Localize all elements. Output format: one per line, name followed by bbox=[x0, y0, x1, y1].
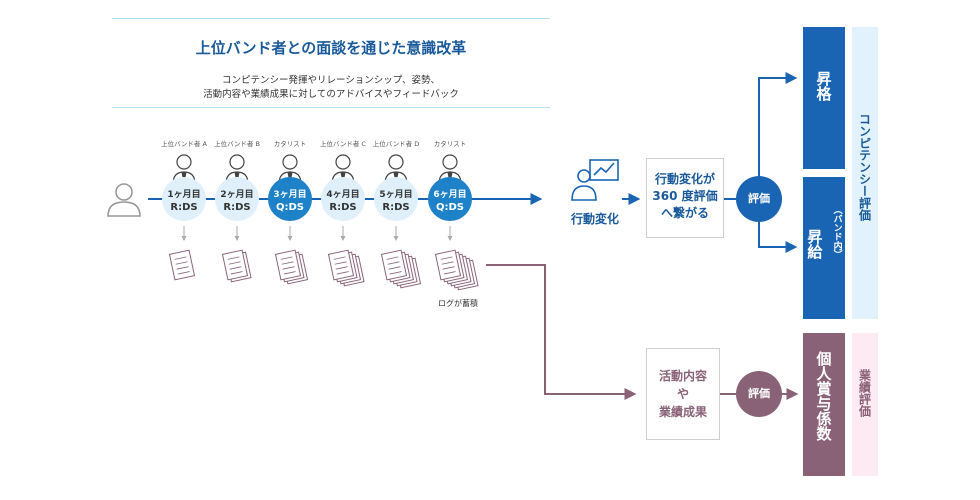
upper-box-line-1: 行動変化が bbox=[654, 172, 715, 186]
timeline-circle: 2ヶ月目 R:DS bbox=[215, 177, 259, 221]
mentor-label: 上位バンド者 C bbox=[320, 140, 366, 148]
evaluation-circle-upper: 評価 bbox=[736, 176, 782, 222]
lower-box-line-1: 活動内容 bbox=[658, 369, 707, 383]
performance-eval-panel: 業績評価 bbox=[852, 333, 878, 476]
timeline-circle: 4ヶ月目 R:DS bbox=[321, 177, 365, 221]
behavior-to-360-box: 行動変化が 360 度評価 へ繋がる bbox=[646, 158, 724, 238]
document-stack-icon bbox=[434, 249, 479, 291]
document-stack-icon bbox=[327, 249, 365, 287]
raise-label: 昇給 bbox=[805, 229, 824, 259]
session-type-label: R:DS bbox=[223, 202, 251, 213]
mentor-label: 上位バンド者 D bbox=[372, 140, 420, 148]
competency-eval-label: コンピテンシー評価 bbox=[857, 113, 872, 221]
session-type-label: Q:DS bbox=[275, 202, 304, 213]
bonus-label: 個人賞与係数 bbox=[814, 351, 833, 441]
behavior-change-label: 行動変化 bbox=[570, 212, 619, 226]
bonus-bar: 個人賞与係数 bbox=[803, 333, 845, 476]
month-label: 5ヶ月目 bbox=[379, 190, 413, 200]
month-label: 2ヶ月目 bbox=[220, 190, 254, 200]
header-top-rule bbox=[112, 18, 550, 19]
session-type-label: R:DS bbox=[382, 202, 410, 213]
lower-box-line-3: 業績成果 bbox=[658, 405, 707, 419]
employee-icon bbox=[107, 183, 141, 217]
timeline-circle: 5ヶ月目 R:DS bbox=[374, 177, 418, 221]
subtitle-line-2: 活動内容や業績成果に対してのアドバイスやフィードバック bbox=[203, 89, 459, 100]
month-label: 4ヶ月目 bbox=[326, 190, 360, 200]
upper-box-line-3: へ繋がる bbox=[660, 206, 709, 220]
timeline-circle: 6ヶ月目 Q:DS bbox=[428, 177, 472, 221]
log-accumulation-label: ログが蓄積 bbox=[438, 299, 478, 308]
mentor-label: カタリスト bbox=[433, 140, 467, 148]
header-bottom-rule bbox=[112, 107, 550, 108]
timeline-circle: 3ヶ月目 Q:DS bbox=[268, 177, 312, 221]
mentor-label: 上位バンド者 B bbox=[214, 140, 260, 148]
activity-results-box: 活動内容 や 業績成果 bbox=[646, 348, 720, 440]
competency-eval-panel: コンピテンシー評価 bbox=[852, 27, 878, 319]
performance-eval-label: 業績評価 bbox=[857, 369, 872, 417]
subtitle-line-1: コンピテンシー発揮やリレーションシップ、姿勢、 bbox=[221, 75, 441, 86]
session-type-label: R:DS bbox=[329, 202, 357, 213]
logs-to-activity-arrow bbox=[486, 264, 637, 400]
month-label: 1ヶ月目 bbox=[167, 190, 201, 200]
presentation-chart-icon bbox=[571, 159, 619, 201]
document-stack-icon bbox=[221, 249, 252, 283]
diagram-title: 上位バンド者との面談を通じた意識改革 bbox=[195, 39, 467, 57]
eval-to-raise-arrow bbox=[758, 222, 798, 253]
timeline-circle: 1ヶ月目 R:DS bbox=[162, 177, 206, 221]
promotion-label: 昇格 bbox=[814, 71, 833, 101]
month-label: 6ヶ月目 bbox=[433, 190, 467, 200]
mentor-label: カタリスト bbox=[273, 140, 307, 148]
mentor-label: 上位バンド者 A bbox=[161, 140, 207, 148]
promotion-bar: 昇格 bbox=[803, 27, 845, 169]
document-stack-icon bbox=[380, 249, 422, 289]
session-type-label: R:DS bbox=[170, 202, 198, 213]
session-type-label: Q:DS bbox=[435, 202, 464, 213]
eval-to-promotion-arrow bbox=[758, 72, 798, 176]
month-label: 3ヶ月目 bbox=[273, 190, 307, 200]
upper-box-line-2: 360 度評価 bbox=[652, 189, 718, 203]
document-stack-icon bbox=[274, 249, 309, 285]
document-stack-icon bbox=[168, 249, 196, 281]
raise-bar: 昇給 （バンド内） bbox=[803, 177, 845, 319]
lower-box-line-2: や bbox=[676, 387, 689, 401]
evaluation-circle-lower: 評価 bbox=[736, 371, 782, 417]
raise-note: （バンド内） bbox=[831, 205, 842, 259]
